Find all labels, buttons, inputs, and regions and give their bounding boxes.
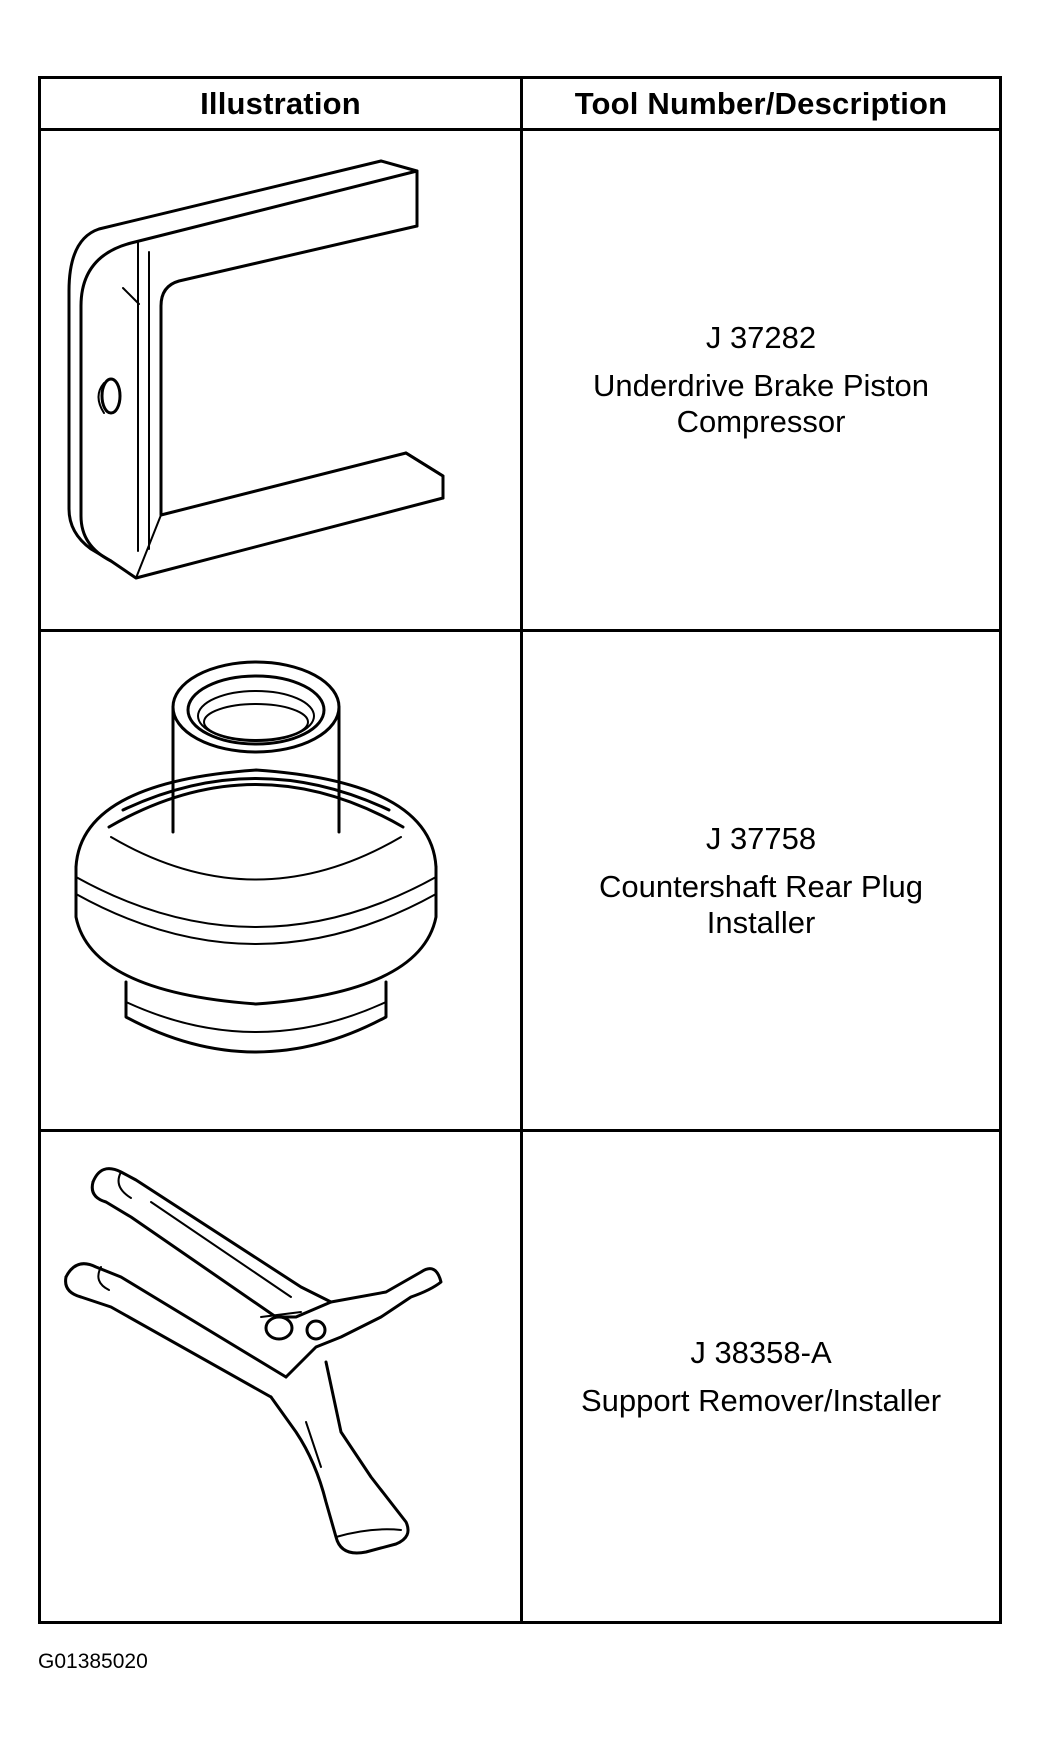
table-row: J 38358-A Support Remover/Installer xyxy=(41,1132,999,1621)
illustration-cell xyxy=(41,131,520,629)
table-header: Illustration Tool Number/Description xyxy=(41,79,999,131)
description-cell: J 37758 Countershaft Rear Plug Installer xyxy=(523,632,999,1129)
tool-table: Illustration Tool Number/Description xyxy=(38,76,1002,1624)
column-divider xyxy=(520,79,523,1621)
tool-description-line2: Compressor xyxy=(676,404,846,439)
description-cell: J 37282 Underdrive Brake Piston Compress… xyxy=(523,131,999,629)
illustration-cell xyxy=(41,632,520,1129)
figure-code: G01385020 xyxy=(38,1650,148,1673)
tool-description-line1: Support Remover/Installer xyxy=(580,1382,942,1418)
tool-number: J 37282 xyxy=(705,320,817,355)
u-shaped-compressor-icon xyxy=(67,159,445,580)
description-cell: J 38358-A Support Remover/Installer xyxy=(523,1132,999,1621)
tool-description-line1: Countershaft Rear Plug xyxy=(599,868,923,904)
tool-description-line2: Installer xyxy=(706,904,816,940)
support-remover-icon xyxy=(64,1167,443,1555)
table-row: J 37758 Countershaft Rear Plug Installer xyxy=(41,632,999,1132)
tool-number: J 37758 xyxy=(705,820,817,856)
header-tool-description: Tool Number/Description xyxy=(574,85,948,121)
tool-number: J 38358-A xyxy=(690,1334,832,1370)
illustration-cell xyxy=(41,1132,520,1621)
tool-description-line1: Underdrive Brake Piston xyxy=(593,368,929,403)
plug-installer-icon xyxy=(74,660,438,1054)
header-illustration: Illustration xyxy=(200,85,361,121)
table-row: J 37282 Underdrive Brake Piston Compress… xyxy=(41,131,999,632)
